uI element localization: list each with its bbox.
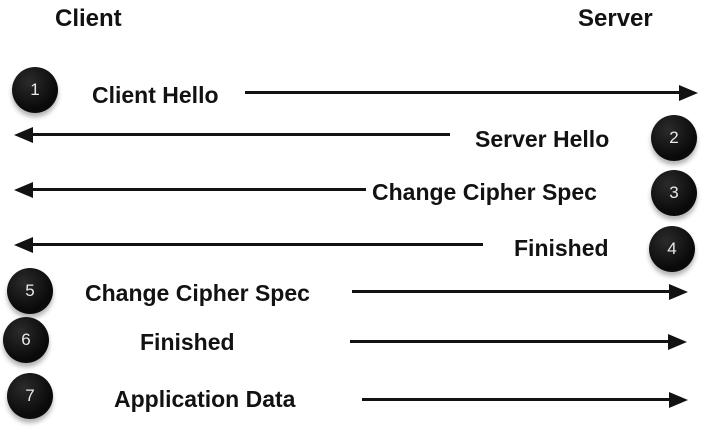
- arrow-right-icon: [350, 340, 668, 343]
- message-label-application-data: Application Data: [114, 386, 296, 412]
- step-badge-4: 4: [649, 226, 695, 272]
- arrow-right-icon: [352, 290, 669, 293]
- step-badge-3: 3: [651, 170, 697, 216]
- arrow-right-icon: [362, 398, 669, 401]
- arrow-left-icon: [33, 243, 483, 246]
- client-lane-title: Client: [55, 5, 122, 32]
- message-label-finished-server: Finished: [514, 235, 609, 261]
- arrow-left-icon: [33, 188, 366, 191]
- message-label-change-cipher-spec-client: Change Cipher Spec: [85, 280, 310, 306]
- message-label-server-hello: Server Hello: [475, 126, 610, 152]
- step-badge-7: 7: [7, 373, 53, 419]
- arrow-right-icon: [245, 91, 679, 94]
- message-label-client-hello: Client Hello: [92, 82, 219, 108]
- message-label-finished-client: Finished: [140, 329, 235, 355]
- step-badge-5: 5: [7, 268, 53, 314]
- step-badge-6: 6: [3, 317, 49, 363]
- arrow-left-icon: [33, 133, 450, 136]
- server-lane-title: Server: [578, 5, 653, 32]
- step-badge-2: 2: [651, 115, 697, 161]
- message-label-change-cipher-spec-server: Change Cipher Spec: [372, 179, 597, 205]
- step-badge-1: 1: [12, 67, 58, 113]
